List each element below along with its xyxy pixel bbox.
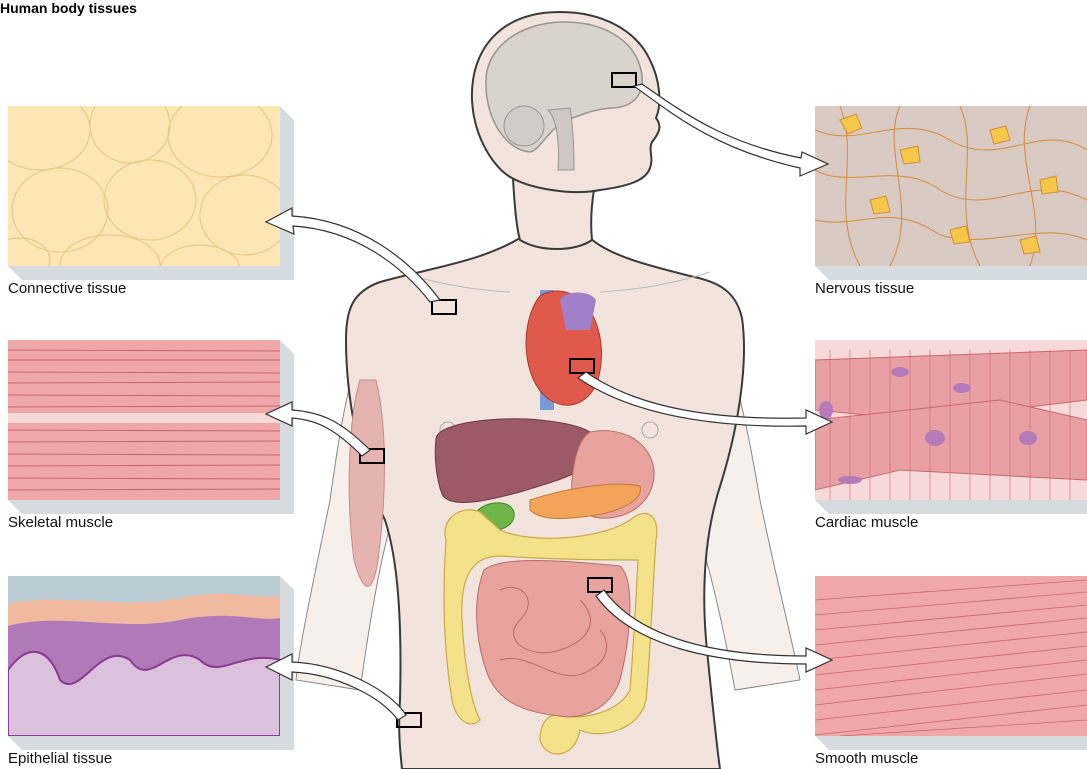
label-skeletal-muscle: Skeletal muscle bbox=[8, 514, 113, 531]
panel-epithelial-tissue bbox=[8, 576, 294, 750]
cerebellum bbox=[504, 106, 544, 146]
label-nervous-tissue: Nervous tissue bbox=[815, 280, 914, 297]
small-intestine bbox=[477, 561, 630, 717]
label-cardiac-muscle: Cardiac muscle bbox=[815, 514, 918, 531]
page-title: Human body tissues bbox=[0, 0, 137, 16]
panel-connective-tissue bbox=[0, 87, 294, 295]
label-connective-tissue: Connective tissue bbox=[8, 280, 126, 297]
label-epithelial-tissue: Epithelial tissue bbox=[8, 750, 112, 767]
panel-skeletal-muscle bbox=[8, 340, 294, 514]
arrow-nervous bbox=[634, 84, 828, 176]
label-smooth-muscle: Smooth muscle bbox=[815, 750, 918, 767]
panel-nervous-tissue bbox=[815, 106, 1087, 280]
panel-smooth-muscle bbox=[815, 576, 1087, 750]
panel-cardiac-muscle bbox=[815, 340, 1087, 514]
